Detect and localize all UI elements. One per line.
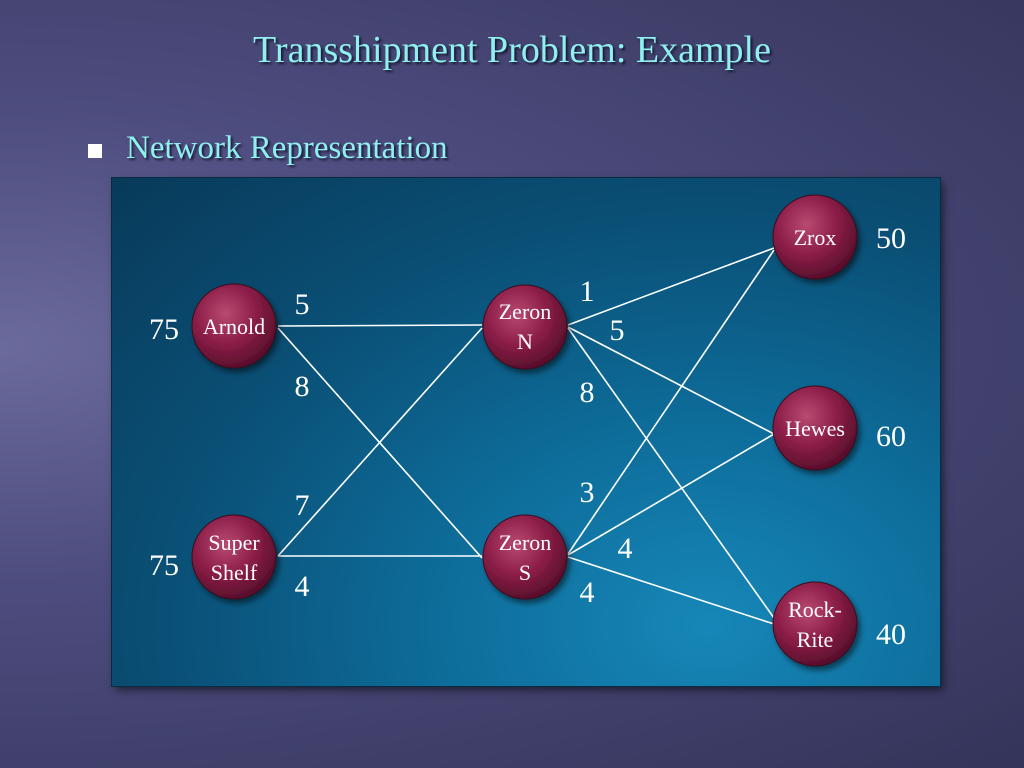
slide-title: Transshipment Problem: Example [253, 29, 771, 71]
node-label: Zrox [794, 225, 837, 250]
node-arnold: Arnold [191, 283, 277, 369]
edge-zeron-s-zrox [567, 249, 775, 555]
node-super-shelf: Super Shelf [191, 514, 277, 600]
node-zrox: Zrox [772, 194, 858, 280]
node-rock-rite: Rock- Rite [772, 581, 858, 667]
node-label: N [517, 329, 533, 354]
cost-zeron-s-hewes: 4 [618, 532, 633, 565]
cost-zeron-s-rock-rite: 4 [580, 576, 595, 609]
supply-super-shelf: 75 [149, 549, 179, 582]
network-diagram: Arnold Super Shelf Zeron N Zeron S Zrox … [149, 194, 906, 667]
cost-zeron-n-rock-rite: 8 [580, 376, 595, 409]
edge-super-shelf-zeron-n [277, 327, 483, 557]
demand-zrox: 50 [876, 222, 906, 255]
cost-super-shelf-zeron-n: 7 [295, 489, 310, 522]
edge-zeron-n-rock-rite [567, 327, 775, 619]
cost-zeron-n-hewes: 5 [610, 314, 625, 347]
node-zeron-s: Zeron S [482, 514, 568, 600]
cost-zeron-n-zrox: 1 [580, 275, 595, 308]
edge-arnold-zeron-n [277, 324, 483, 327]
cost-arnold-zeron-s: 8 [295, 370, 310, 403]
edge-zeron-n-hewes [567, 326, 775, 435]
demand-hewes: 60 [876, 420, 906, 453]
edge-zeron-n-zrox [567, 247, 775, 326]
node-label: Arnold [203, 314, 265, 339]
cost-arnold-zeron-n: 5 [295, 288, 310, 321]
cost-super-shelf-zeron-s: 4 [295, 570, 310, 603]
cost-zeron-s-zrox: 3 [580, 476, 595, 509]
node-label: Rock- [788, 597, 842, 622]
node-label: Super [208, 530, 260, 555]
network-diagram-panel: Arnold Super Shelf Zeron N Zeron S Zrox … [112, 178, 940, 686]
node-label: Zeron [499, 530, 552, 555]
demand-rock-rite: 40 [876, 618, 906, 651]
node-label: Shelf [211, 560, 258, 585]
node-hewes: Hewes [772, 385, 858, 471]
bullet-square-icon [88, 144, 102, 158]
supply-arnold: 75 [149, 313, 179, 346]
edge-zeron-s-hewes [567, 433, 775, 556]
node-label: Rite [797, 627, 834, 652]
edge-zeron-s-rock-rite [567, 556, 775, 625]
node-label: Zeron [499, 299, 552, 324]
node-label: Hewes [785, 416, 845, 441]
bullet-text: Network Representation [126, 130, 448, 166]
node-label: S [519, 560, 531, 585]
node-zeron-n: Zeron N [482, 284, 568, 370]
